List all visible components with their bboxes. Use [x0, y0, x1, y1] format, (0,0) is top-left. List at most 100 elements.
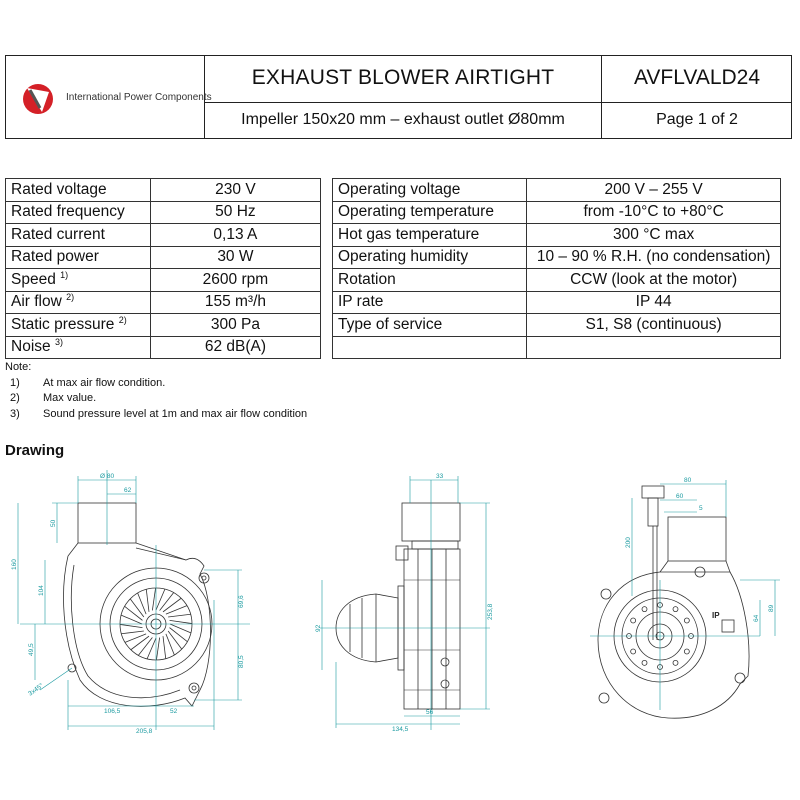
impeller-blade: [121, 630, 144, 635]
spec-row: Air flow 2)155 m³/h: [5, 290, 322, 314]
spec-label: Operating humidity: [331, 245, 528, 269]
dim-d80: Ø 80: [100, 473, 114, 480]
spec-label: Rated voltage: [5, 178, 151, 202]
spec-label: Rotation: [331, 268, 528, 292]
dim-d106-5: 106,5: [104, 708, 121, 715]
spec-row: Speed 1)2600 rpm: [5, 268, 322, 292]
impeller-blade: [137, 592, 147, 615]
motor-hole: [672, 659, 679, 666]
dim-d3x45: 3x45°: [27, 681, 46, 697]
impeller-blade: [162, 636, 167, 659]
dim-d134-5: 134,5: [392, 726, 409, 733]
spec-label: Air flow 2): [5, 290, 151, 314]
impeller-blade: [129, 598, 145, 618]
impeller-blade: [169, 627, 188, 642]
spec-label: IP rate: [331, 290, 528, 314]
dim-d104: 104: [38, 585, 45, 596]
dim-d56: 56: [426, 709, 434, 716]
dim-back-d60: 60: [676, 493, 684, 500]
note-item: 3)Sound pressure level at 1m and max air…: [10, 407, 308, 420]
dim-d253-8: 253,8: [487, 603, 494, 620]
spec-value: 300 Pa: [149, 313, 322, 337]
drawing-title: Drawing: [5, 442, 65, 459]
spec-row: [331, 335, 781, 359]
spec-value: 62 dB(A): [149, 335, 322, 359]
spec-value: CCW (look at the motor): [526, 268, 781, 292]
impeller-blade: [162, 597, 182, 613]
dim-back-d80: 80: [684, 477, 692, 484]
impeller-blade: [124, 606, 143, 621]
spec-value: 10 – 90 % R.H. (no condensation): [526, 245, 781, 269]
back-view: 80 60 5 200 89 64 IP: [590, 477, 780, 719]
company-logo: International Power Components: [18, 82, 212, 116]
company-name: International Power Components: [66, 92, 212, 103]
technical-drawing: Ø 80 62 50 160 104 69,6 80,5 49,5 3x45° …: [11, 470, 780, 735]
note-item: 1)At max air flow condition.: [10, 376, 166, 389]
front-view: Ø 80 62 50 160 104 69,6 80,5 49,5 3x45° …: [11, 470, 250, 735]
spec-label: Operating temperature: [331, 200, 528, 224]
spec-label: Static pressure 2): [5, 313, 151, 337]
spec-label: Rated current: [5, 223, 151, 247]
motor-hole: [672, 606, 679, 613]
dim-back-d64: 64: [753, 614, 760, 622]
impeller-blade: [120, 614, 143, 625]
motor-hole: [683, 617, 690, 624]
impeller-blade: [165, 633, 175, 656]
dim-d49-5: 49,5: [28, 643, 35, 656]
dim-d80-5: 80,5: [238, 655, 245, 668]
impeller-blade: [165, 605, 188, 615]
dim-back-d89: 89: [768, 604, 775, 612]
spec-label: Rated frequency: [5, 200, 151, 224]
spec-value: 30 W: [149, 245, 322, 269]
notes-heading: Note:: [5, 361, 32, 373]
dim-d92: 92: [315, 624, 322, 632]
motor-hole: [630, 648, 637, 655]
spec-value: 2600 rpm: [149, 268, 322, 292]
impeller-blade: [156, 637, 161, 661]
spec-value: 230 V: [149, 178, 322, 202]
impeller-blade: [146, 637, 157, 660]
spec-label: Rated power: [5, 245, 151, 269]
note-item: 2)Max value.: [10, 392, 97, 404]
spec-label: Type of service: [331, 313, 528, 337]
dim-d50: 50: [50, 519, 57, 527]
dim-d205-8: 205,8: [136, 728, 153, 735]
impeller-blade: [151, 587, 156, 611]
spec-row: Static pressure 2)300 Pa: [5, 313, 322, 337]
dim-d33: 33: [436, 473, 444, 480]
spec-label: [331, 335, 528, 359]
spec-value: 155 m³/h: [149, 290, 322, 314]
impeller-blade: [145, 589, 150, 612]
header-box: International Power Components EXHAUST B…: [5, 55, 792, 139]
motor-hole: [641, 606, 648, 613]
impeller-blade: [159, 592, 174, 611]
product-code: AVFLVALD24: [633, 66, 761, 89]
dim-back-d5: 5: [699, 505, 703, 512]
dim-d69-6: 69,6: [238, 595, 245, 608]
logo-icon: [23, 84, 53, 114]
spec-value: IP 44: [526, 290, 781, 314]
spec-value: 50 Hz: [149, 200, 322, 224]
spec-value: 200 V – 255 V: [526, 178, 781, 202]
dim-d62: 62: [124, 487, 132, 494]
spec-label: Hot gas temperature: [331, 223, 528, 247]
motor-hole: [630, 617, 637, 624]
spec-label: Operating voltage: [331, 178, 528, 202]
impeller-blade: [155, 588, 166, 611]
spec-value: [526, 335, 781, 359]
impeller-blade: [124, 633, 147, 643]
spec-value: 300 °C max: [526, 223, 781, 247]
document-title: EXHAUST BLOWER AIRTIGHT: [251, 66, 555, 89]
spec-value: 0,13 A: [149, 223, 322, 247]
impeller-blade: [169, 619, 193, 624]
